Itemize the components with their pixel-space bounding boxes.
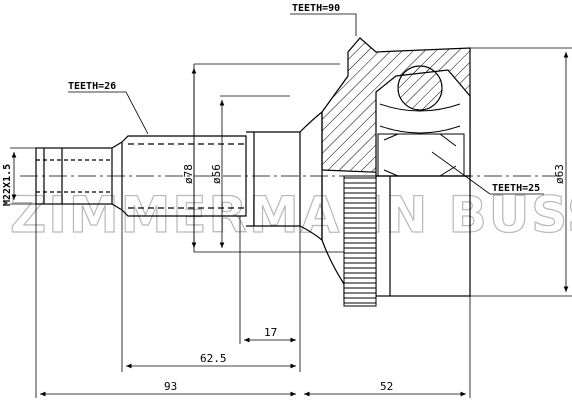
dim-52-label: 52 xyxy=(380,380,393,393)
dim-93-label: 93 xyxy=(164,380,177,393)
thread-label: M22X1.5 xyxy=(2,164,13,206)
ball-cage xyxy=(377,65,465,177)
watermark: ZIMMERMANN BUSS xyxy=(10,186,572,244)
dia-56-label: ø56 xyxy=(210,164,223,184)
dim-17-label: 17 xyxy=(264,326,277,339)
dia-63-label: ø63 xyxy=(553,164,566,184)
threaded-stub xyxy=(35,140,123,212)
outer-bell-housing xyxy=(321,37,471,177)
teeth-26-label: TEETH=26 xyxy=(68,81,116,92)
abs-tone-ring xyxy=(343,175,377,307)
dimension-lines xyxy=(10,13,572,398)
teeth-25-label: TEETH=25 xyxy=(492,183,540,194)
dia-78-label: ø78 xyxy=(182,164,195,184)
dim-62-5-label: 62.5 xyxy=(200,352,227,365)
teeth-90-label: TEETH=90 xyxy=(292,3,340,14)
